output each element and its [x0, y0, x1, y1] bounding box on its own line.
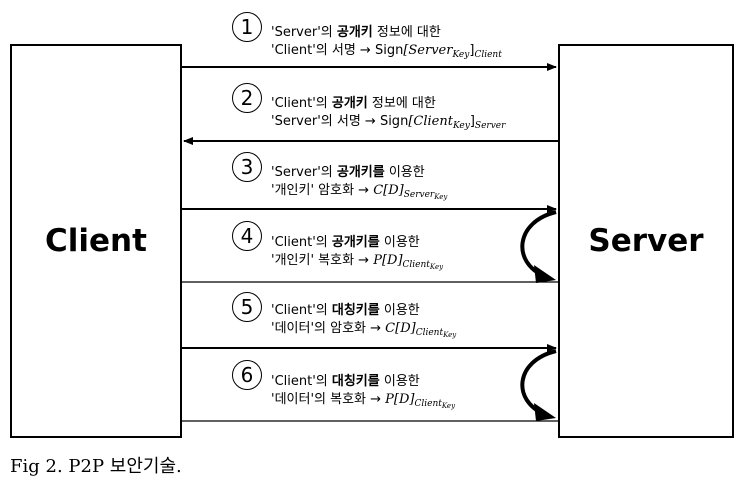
step-number-circle: 3: [232, 152, 262, 182]
step-1-label: 'Server'의 공개키 정보에 대한 'Client'의 서명 → Sign…: [271, 25, 502, 60]
step-number: 6: [240, 363, 254, 387]
step-number-circle: 1: [232, 12, 262, 42]
curved-arrowhead-upper: [534, 265, 556, 283]
curved-arrowhead-lower: [534, 403, 556, 421]
curved-arrow-decrypt-lower: [520, 349, 557, 416]
step-4-label: 'Client'의 공개키를 이용한 '개인키' 복호화 → P[D]Clien…: [271, 235, 444, 271]
client-box: Client: [10, 44, 182, 438]
step-number-circle: 2: [232, 83, 262, 113]
client-label: Client: [45, 223, 147, 259]
step-number-circle: 6: [232, 360, 262, 390]
step-number-circle: 5: [232, 292, 262, 322]
step-number: 5: [240, 295, 254, 319]
step-2-label: 'Client'의 공개키 정보에 대한 'Server'의 서명 → Sign…: [271, 96, 506, 131]
step-number: 3: [240, 155, 254, 179]
step-number-circle: 4: [232, 221, 262, 251]
server-label: Server: [588, 223, 704, 259]
server-box: Server: [558, 44, 734, 438]
step-number: 2: [240, 86, 254, 110]
step-number: 1: [240, 15, 254, 39]
curved-arrow-decrypt-upper: [520, 210, 557, 278]
step-5-label: 'Client'의 대칭키를 이용한 '데이터'의 암호화 → C[D]Clie…: [271, 303, 457, 339]
step-number: 4: [240, 224, 254, 248]
step-3-label: 'Server'의 공개키를 이용한 '개인키' 암호화 → C[D]Serve…: [271, 165, 448, 201]
figure-caption: Fig 2. P2P 보안기술.: [10, 456, 182, 477]
step-6-label: 'Client'의 대칭키를 이용한 '데이터'의 복호화 → P[D]Clie…: [271, 374, 456, 410]
